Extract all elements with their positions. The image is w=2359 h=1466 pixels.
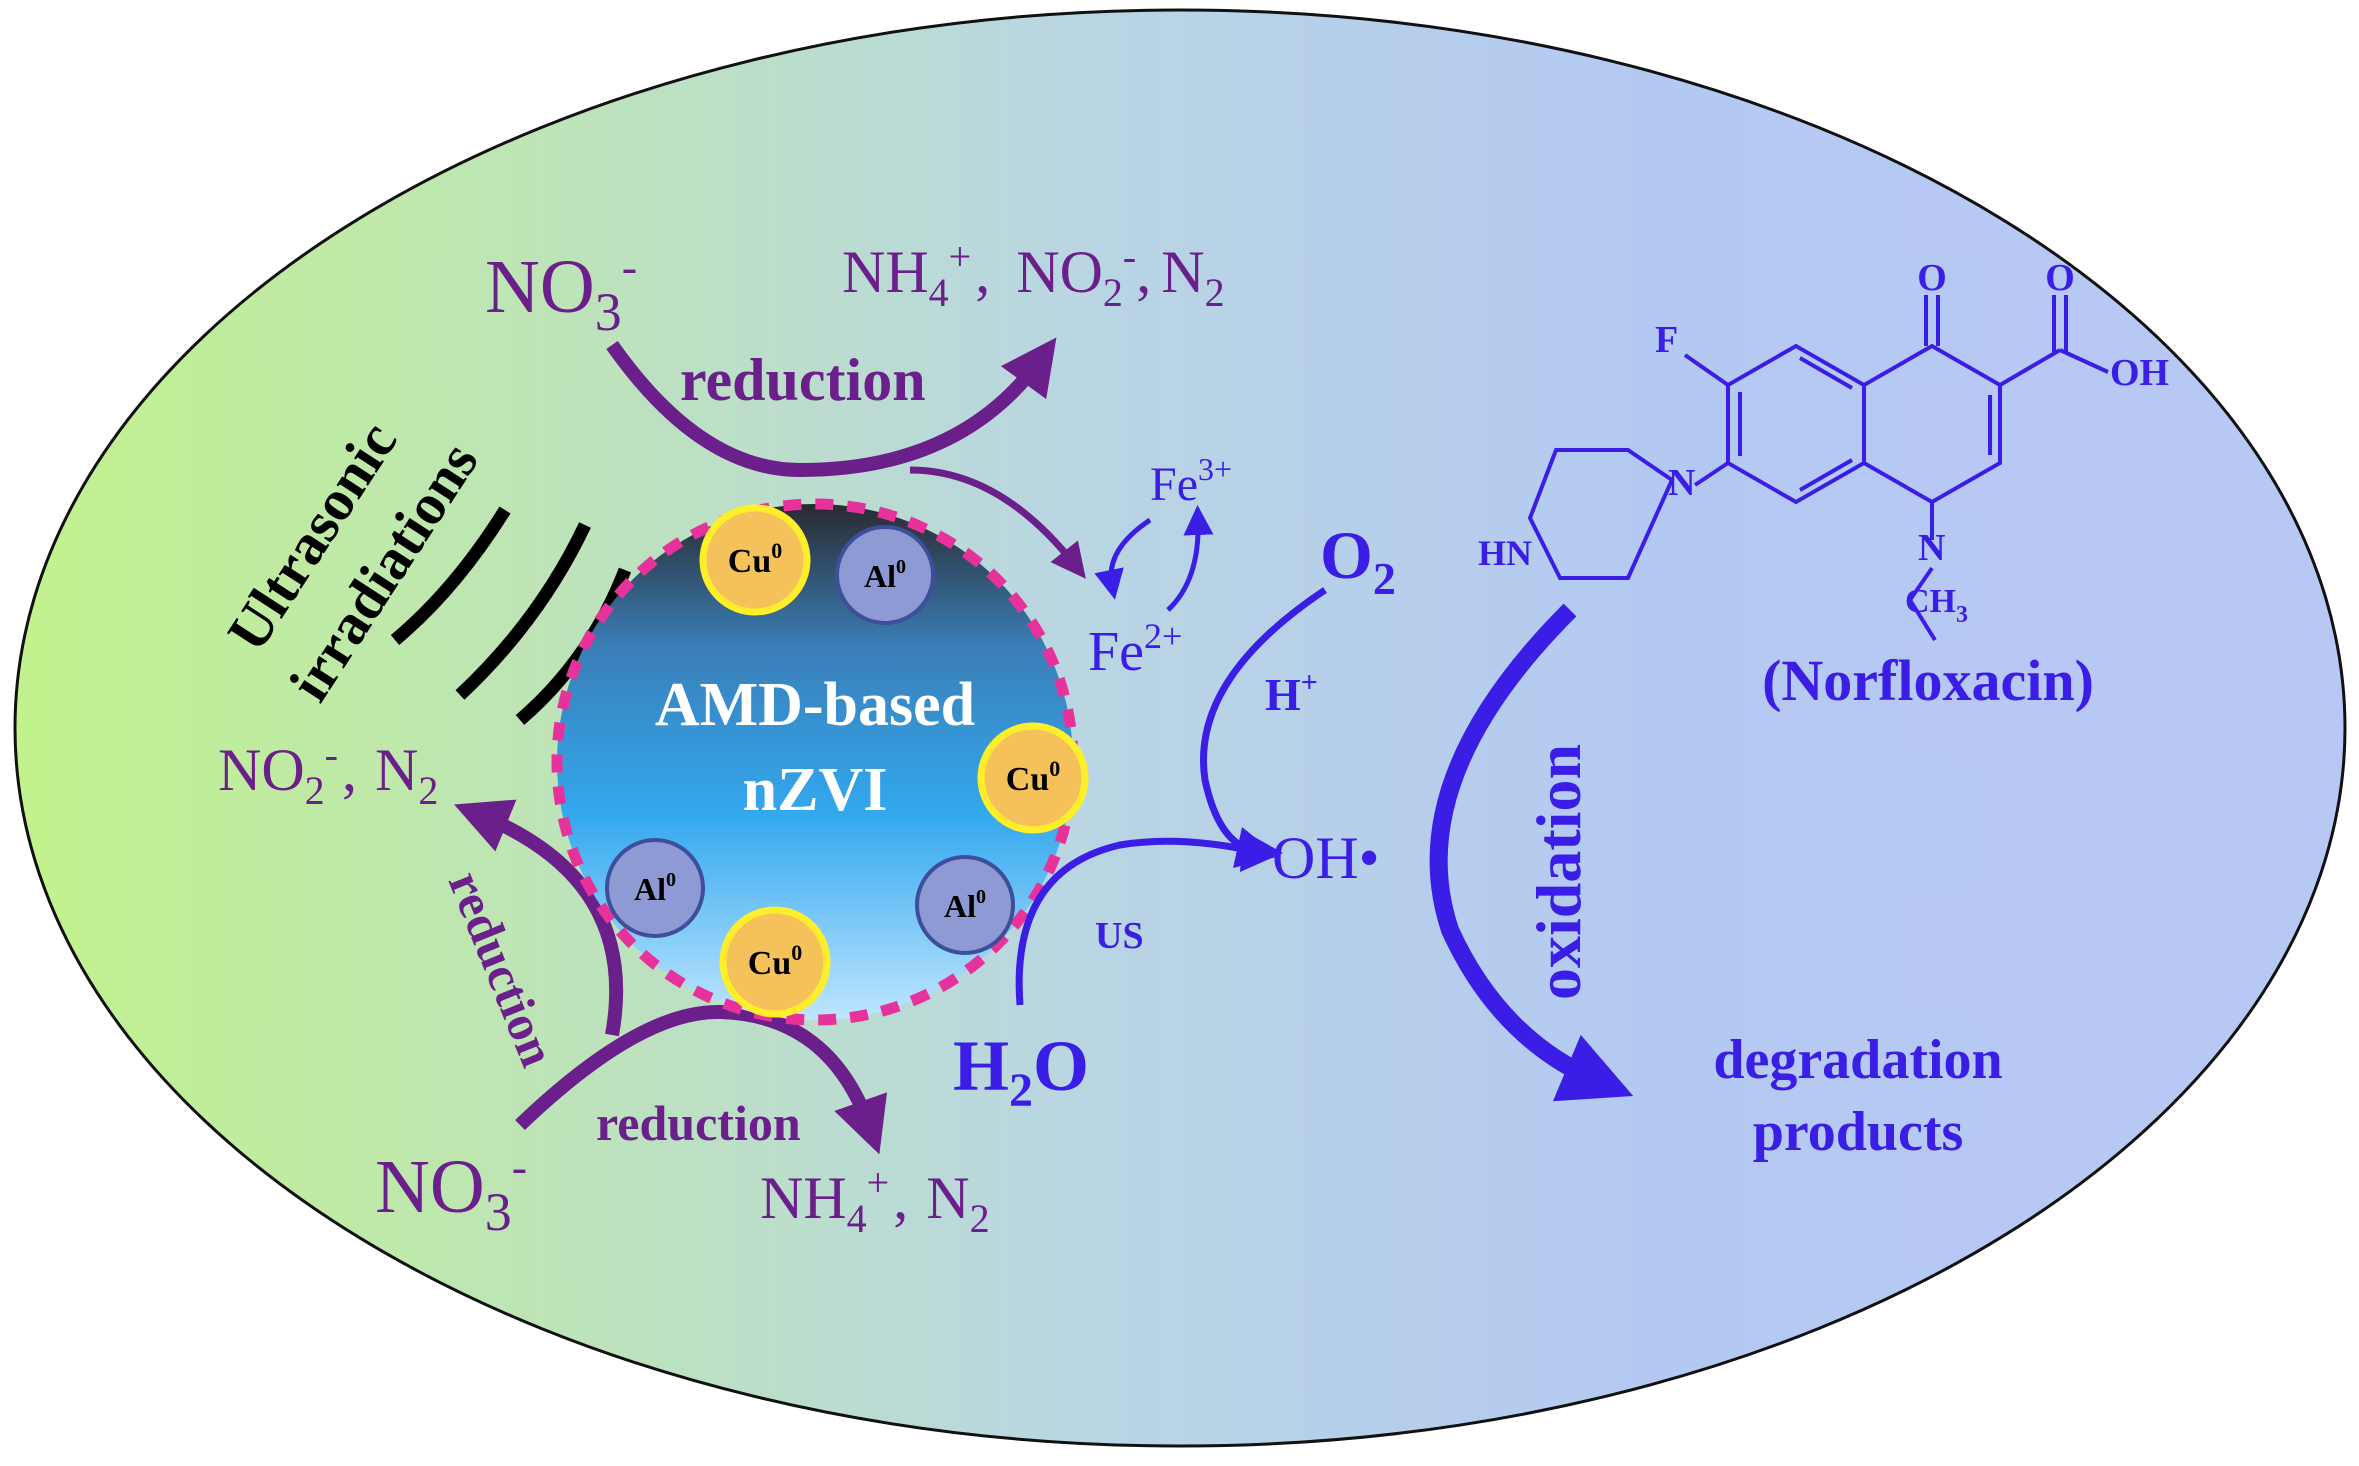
- oxidation-arrow: [1429, 603, 1634, 1102]
- h2o-to-oh-arrow: [1015, 827, 1279, 1006]
- top-reduction-arrow: [606, 337, 1057, 478]
- svg-text:O: O: [2045, 257, 2075, 299]
- degradation-line2: products: [1753, 1101, 1964, 1163]
- h2o-label: H2O: [953, 1026, 1089, 1117]
- svg-text:Cu0: Cu0: [1006, 756, 1060, 798]
- svg-text:CH3: CH3: [1905, 583, 1968, 628]
- bottom-reactant-no3: NO3-: [375, 1141, 527, 1242]
- o2-label: O2: [1320, 517, 1396, 604]
- norfloxacin-name: (Norfloxacin): [1762, 648, 2094, 713]
- svg-text:Al0: Al0: [864, 556, 906, 594]
- fe2-to-fe3-arrow: [1166, 505, 1214, 612]
- background-ellipse: [13, 8, 2347, 1448]
- degradation-line1: degradation: [1713, 1029, 2002, 1091]
- svg-text:OH: OH: [2110, 352, 2169, 394]
- svg-text:HN: HN: [1478, 533, 1532, 573]
- cu-particle-3: Cu0: [719, 906, 831, 1018]
- al-particle-3: Al0: [915, 855, 1015, 955]
- h-plus-label: H+: [1265, 666, 1318, 720]
- svg-text:Cu0: Cu0: [728, 538, 782, 580]
- bottom-reduction-label: reduction: [596, 1095, 801, 1151]
- cu-particle-1: Cu0: [699, 504, 811, 616]
- oxidation-label: oxidation: [1523, 744, 1594, 1000]
- fe3-label: Fe3+: [1150, 451, 1232, 511]
- top-products: NH4+,NO2-,N2: [842, 234, 1225, 315]
- top-reactant-no3: NO3-: [485, 241, 637, 342]
- us-label: US: [1095, 915, 1144, 957]
- bottom-reduction-arrow: [515, 1004, 888, 1155]
- norfloxacin-structure: [1527, 295, 2109, 642]
- fe3-to-fe2-arrow: [1094, 517, 1152, 600]
- bottom-products: NH4+,N2: [760, 1160, 990, 1241]
- svg-text:Al0: Al0: [634, 869, 676, 907]
- svg-text:O: O: [1917, 257, 1947, 299]
- svg-text:Cu0: Cu0: [748, 940, 802, 982]
- left-products: NO2-,N2: [218, 732, 438, 813]
- top-to-fe-arrow: [909, 466, 1086, 579]
- top-reduction-label: reduction: [680, 347, 926, 413]
- al-particle-2: Al0: [605, 838, 705, 938]
- svg-text:N: N: [1918, 527, 1945, 569]
- oh-radical-label: OH•: [1272, 825, 1380, 891]
- fe2-label: Fe2+: [1088, 616, 1182, 683]
- left-reduction-arrow: [454, 799, 624, 1037]
- svg-text:Al0: Al0: [944, 886, 986, 924]
- cu-particle-2: Cu0: [977, 722, 1089, 834]
- particle-label-line2: nZVI: [743, 756, 888, 824]
- al-particle-1: Al0: [835, 525, 935, 625]
- norfloxacin-atoms: O O OH F N N HN CH3: [1478, 257, 2169, 628]
- svg-text:F: F: [1655, 319, 1678, 361]
- particle-label-line1: AMD-based: [655, 671, 975, 739]
- svg-text:N: N: [1668, 462, 1695, 504]
